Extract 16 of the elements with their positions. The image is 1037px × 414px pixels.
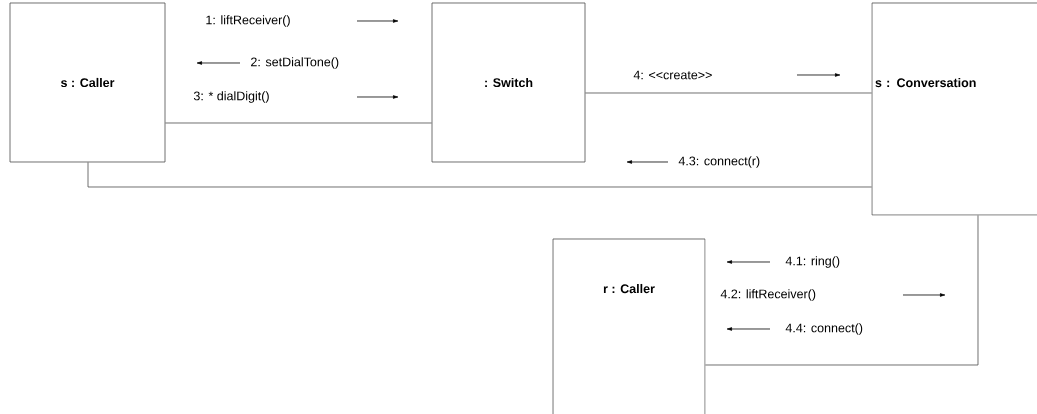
message-label: 4: <<create>> bbox=[633, 70, 712, 80]
message-label: 4.1: ring() bbox=[785, 256, 840, 268]
message-label: 3: * dialDigit() bbox=[193, 91, 269, 103]
message-label: 4.3: connect(r) bbox=[678, 156, 760, 168]
link-line bbox=[705, 215, 979, 366]
message-label: 4.2: liftReceiver() bbox=[720, 289, 816, 301]
message-label: 4.4: connect() bbox=[785, 323, 863, 335]
link-line bbox=[165, 122, 432, 124]
object-box: r : Caller bbox=[552, 238, 706, 414]
object-box: s : Conversation bbox=[871, 2, 1037, 216]
link-line bbox=[585, 92, 872, 94]
link-line bbox=[87, 162, 872, 188]
message-label: 1: liftReceiver() bbox=[206, 15, 290, 27]
object-box: : Switch bbox=[431, 2, 586, 163]
message-label: 2: setDialTone() bbox=[251, 57, 339, 69]
object-box: s : Caller bbox=[9, 2, 166, 163]
